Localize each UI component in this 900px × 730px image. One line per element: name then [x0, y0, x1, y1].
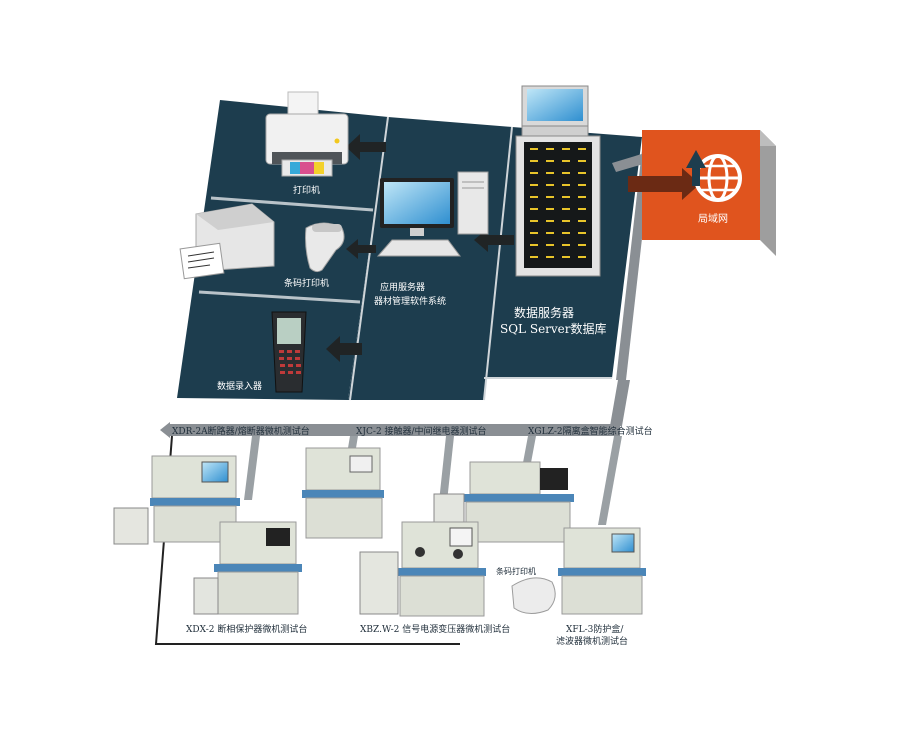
bench-xbzw [359, 521, 486, 617]
bench-xfl-label-1: XFL-3防护盒/ [566, 625, 624, 635]
bench-xdr-label: XDR-2A断路器/熔断器微机测试台 [172, 427, 310, 437]
bus-arrow-icon [160, 422, 170, 438]
app-server-pc [376, 171, 489, 257]
bench-xfl-label-2: 滤波器微机测试台 [556, 637, 629, 647]
panel-left [177, 100, 388, 400]
lan-arrow-icon [628, 168, 700, 200]
bench-xjc-label: XJC-2 接触器/中间继电器测试台 [356, 427, 487, 437]
printer-device [265, 91, 349, 177]
lan-label: 局域网 [698, 214, 728, 225]
data-entry-label: 数据录入器 [217, 382, 263, 392]
db-server-rack [515, 85, 601, 277]
db-server-label: 数据服务器 [514, 306, 575, 320]
bench-xfl [558, 527, 646, 615]
network-bus [154, 380, 630, 645]
bench-xbzw-label: XBZ.W-2 信号电源变压器微机测试台 [360, 625, 511, 635]
bench-xdx-label: XDX-2 断相保护器微机测试台 [186, 625, 308, 635]
printer-label: 打印机 [293, 186, 321, 196]
db-software-label: SQL Server数据库 [500, 322, 607, 336]
lan-block [628, 130, 776, 256]
barcode-printer-device [179, 203, 345, 280]
bench-barcode-printer-label: 条码打印机 [496, 567, 536, 576]
bench-barcode-printer [511, 577, 556, 614]
bench-xjc [302, 447, 384, 539]
barcode-printer-label: 条码打印机 [284, 279, 330, 289]
bench-xdx [193, 521, 302, 615]
bench-xglz-label: XGLZ-2隔离盒智能综合测试台 [528, 427, 653, 437]
data-entry-device [271, 311, 307, 393]
app-software-label: 器材管理软件系统 [374, 297, 447, 307]
app-server-label: 应用服务器 [380, 283, 426, 293]
